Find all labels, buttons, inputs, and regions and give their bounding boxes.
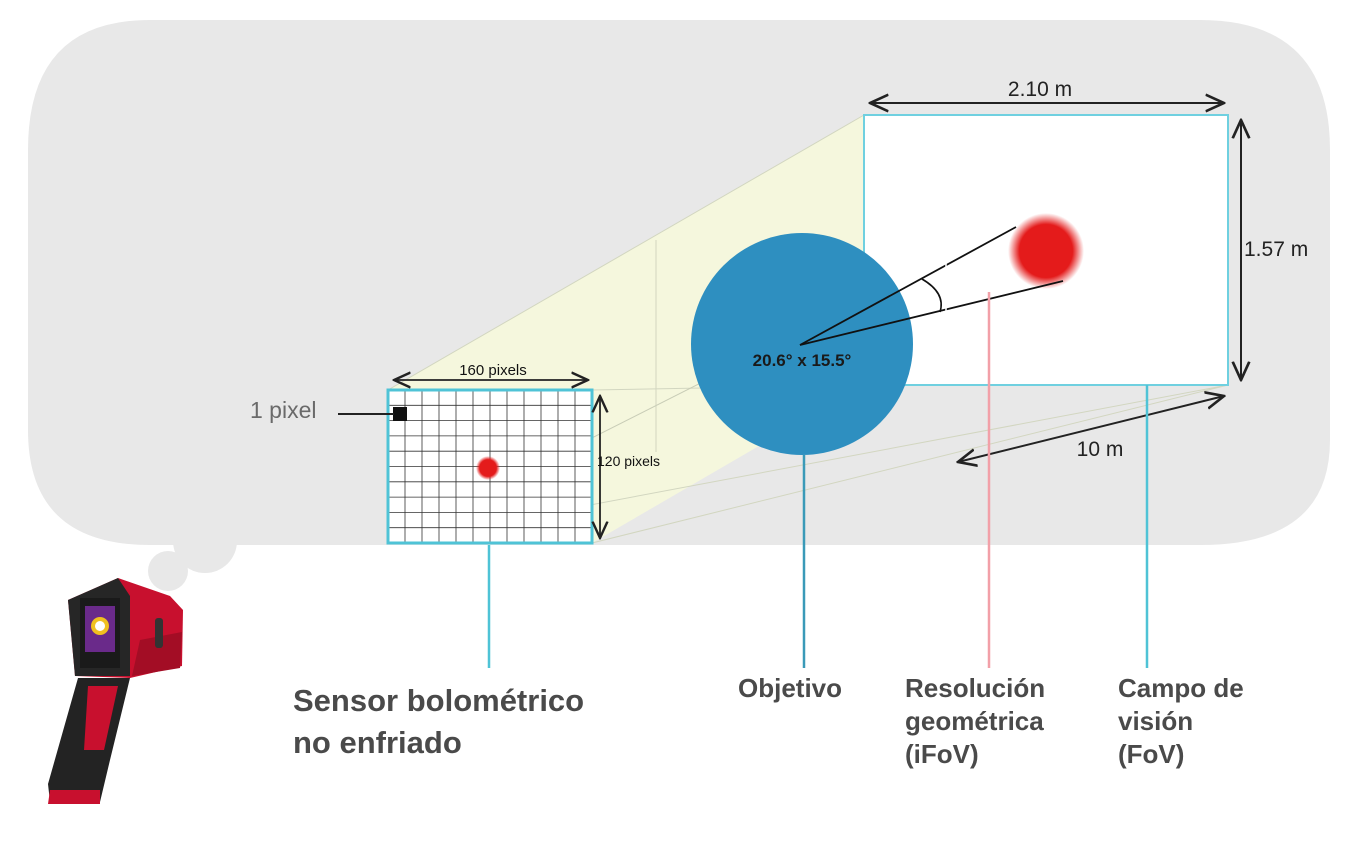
objective-label-line-1: Objetivo	[738, 673, 843, 703]
objective-label: Objetivo	[738, 672, 842, 705]
fov-angle-text: 20.6° x 15.5°	[753, 351, 852, 370]
resolution-label-line-2: geométrica	[905, 706, 1044, 736]
sensor-hot-spot	[476, 456, 500, 480]
thought-bubble-dot-small	[148, 551, 188, 591]
field-label-line-3: (FoV)	[1118, 739, 1185, 769]
thought-bubble-dot-large	[173, 509, 237, 573]
resolution-label-line-3: (iFoV)	[905, 739, 979, 769]
sensor-label: Sensor bolométrico no enfriado	[293, 680, 584, 764]
field-label: Campo de visión (FoV)	[1118, 672, 1244, 771]
ifov-angle-arc	[921, 278, 942, 313]
fov-height-text: 1.57 m	[1244, 238, 1308, 261]
sensor-label-line-1: Sensor bolométrico	[293, 683, 585, 718]
field-label-line-1: Campo de	[1118, 673, 1244, 703]
target-hot-spot	[1008, 213, 1084, 289]
field-label-line-2: visión	[1118, 706, 1194, 736]
resolution-label-line-1: Resolución	[905, 673, 1046, 703]
distance-arrow	[958, 396, 1224, 462]
resolution-label: Resolución geométrica (iFoV)	[905, 672, 1045, 771]
pixel-label: 1 pixel	[250, 397, 317, 423]
thermal-camera-icon	[48, 578, 183, 804]
sensor-width-text: 160 pixels	[459, 362, 527, 379]
sensor-label-line-2: no enfriado	[293, 725, 462, 760]
sensor-height-text: 120 pixels	[597, 453, 660, 469]
single-pixel	[393, 407, 407, 421]
fov-width-text: 2.10 m	[1008, 78, 1072, 101]
distance-text: 10 m	[1077, 438, 1124, 461]
